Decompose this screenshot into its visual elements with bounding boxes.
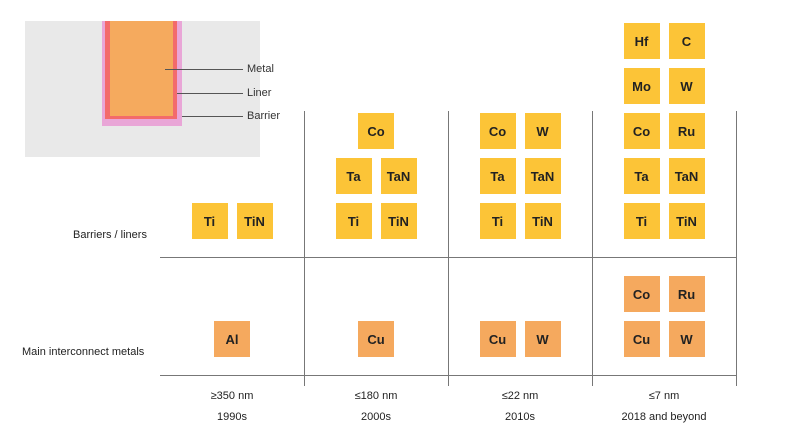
era-label: 2018 and beyond xyxy=(621,411,707,423)
barrier-leader-line xyxy=(182,116,243,117)
barrier-element-tile: W xyxy=(668,68,705,104)
barrier-element-tile: TiN xyxy=(524,203,561,239)
barrier-element-tile: Ti xyxy=(479,203,516,239)
metal-element-tile: W xyxy=(668,321,705,357)
era-label: 2000s xyxy=(361,411,391,423)
barrier-element-tile: TaN xyxy=(380,158,417,194)
metal-element-tile: Cu xyxy=(479,321,516,357)
barrier-element-tile: Co xyxy=(358,113,394,149)
liner-leader-line xyxy=(177,93,243,94)
era-label: 2010s xyxy=(505,411,535,423)
liner-label: Liner xyxy=(247,87,272,99)
era-label: 1990s xyxy=(217,411,247,423)
column-divider xyxy=(736,111,737,386)
barrier-element-tile: TiN xyxy=(236,203,273,239)
metal-element-tile: Cu xyxy=(623,321,660,357)
barrier-element-tile: Ru xyxy=(668,113,705,149)
barrier-element-tile: TaN xyxy=(668,158,705,194)
barrier-element-tile: Hf xyxy=(623,23,660,59)
barrier-element-tile: Ta xyxy=(335,158,372,194)
row-label-metals: Main interconnect metals xyxy=(22,346,145,358)
row-label-barriers: Barriers / liners xyxy=(73,229,147,241)
barrier-element-tile: Ti xyxy=(623,203,660,239)
metal-label: Metal xyxy=(247,63,274,75)
node-label: ≤180 nm xyxy=(354,390,398,402)
barrier-element-tile: Mo xyxy=(623,68,660,104)
column-divider xyxy=(592,111,593,386)
barrier-element-tile: W xyxy=(524,113,561,149)
node-label: ≥350 nm xyxy=(210,390,254,402)
metal-leader-line xyxy=(165,69,243,70)
barrier-element-tile: TaN xyxy=(524,158,561,194)
metal-element-tile: Ru xyxy=(668,276,705,312)
barrier-element-tile: Ti xyxy=(191,203,228,239)
metal-element-tile: Cu xyxy=(358,321,394,357)
metal-fill xyxy=(110,21,173,116)
barrier-label: Barrier xyxy=(247,110,281,122)
barrier-element-tile: Ta xyxy=(479,158,516,194)
node-label: ≤7 nm xyxy=(648,390,680,402)
barrier-element-tile: Ti xyxy=(335,203,372,239)
barrier-element-tile: Co xyxy=(623,113,660,149)
node-label: ≤22 nm xyxy=(501,390,539,402)
barrier-element-tile: TiN xyxy=(668,203,705,239)
barrier-element-tile: Ta xyxy=(623,158,660,194)
metal-element-tile: W xyxy=(524,321,561,357)
barrier-element-tile: Co xyxy=(479,113,516,149)
metal-element-tile: Al xyxy=(214,321,250,357)
column-divider xyxy=(304,111,305,386)
barrier-element-tile: C xyxy=(668,23,705,59)
barrier-element-tile: TiN xyxy=(380,203,417,239)
column-divider xyxy=(448,111,449,386)
metal-element-tile: Co xyxy=(623,276,660,312)
